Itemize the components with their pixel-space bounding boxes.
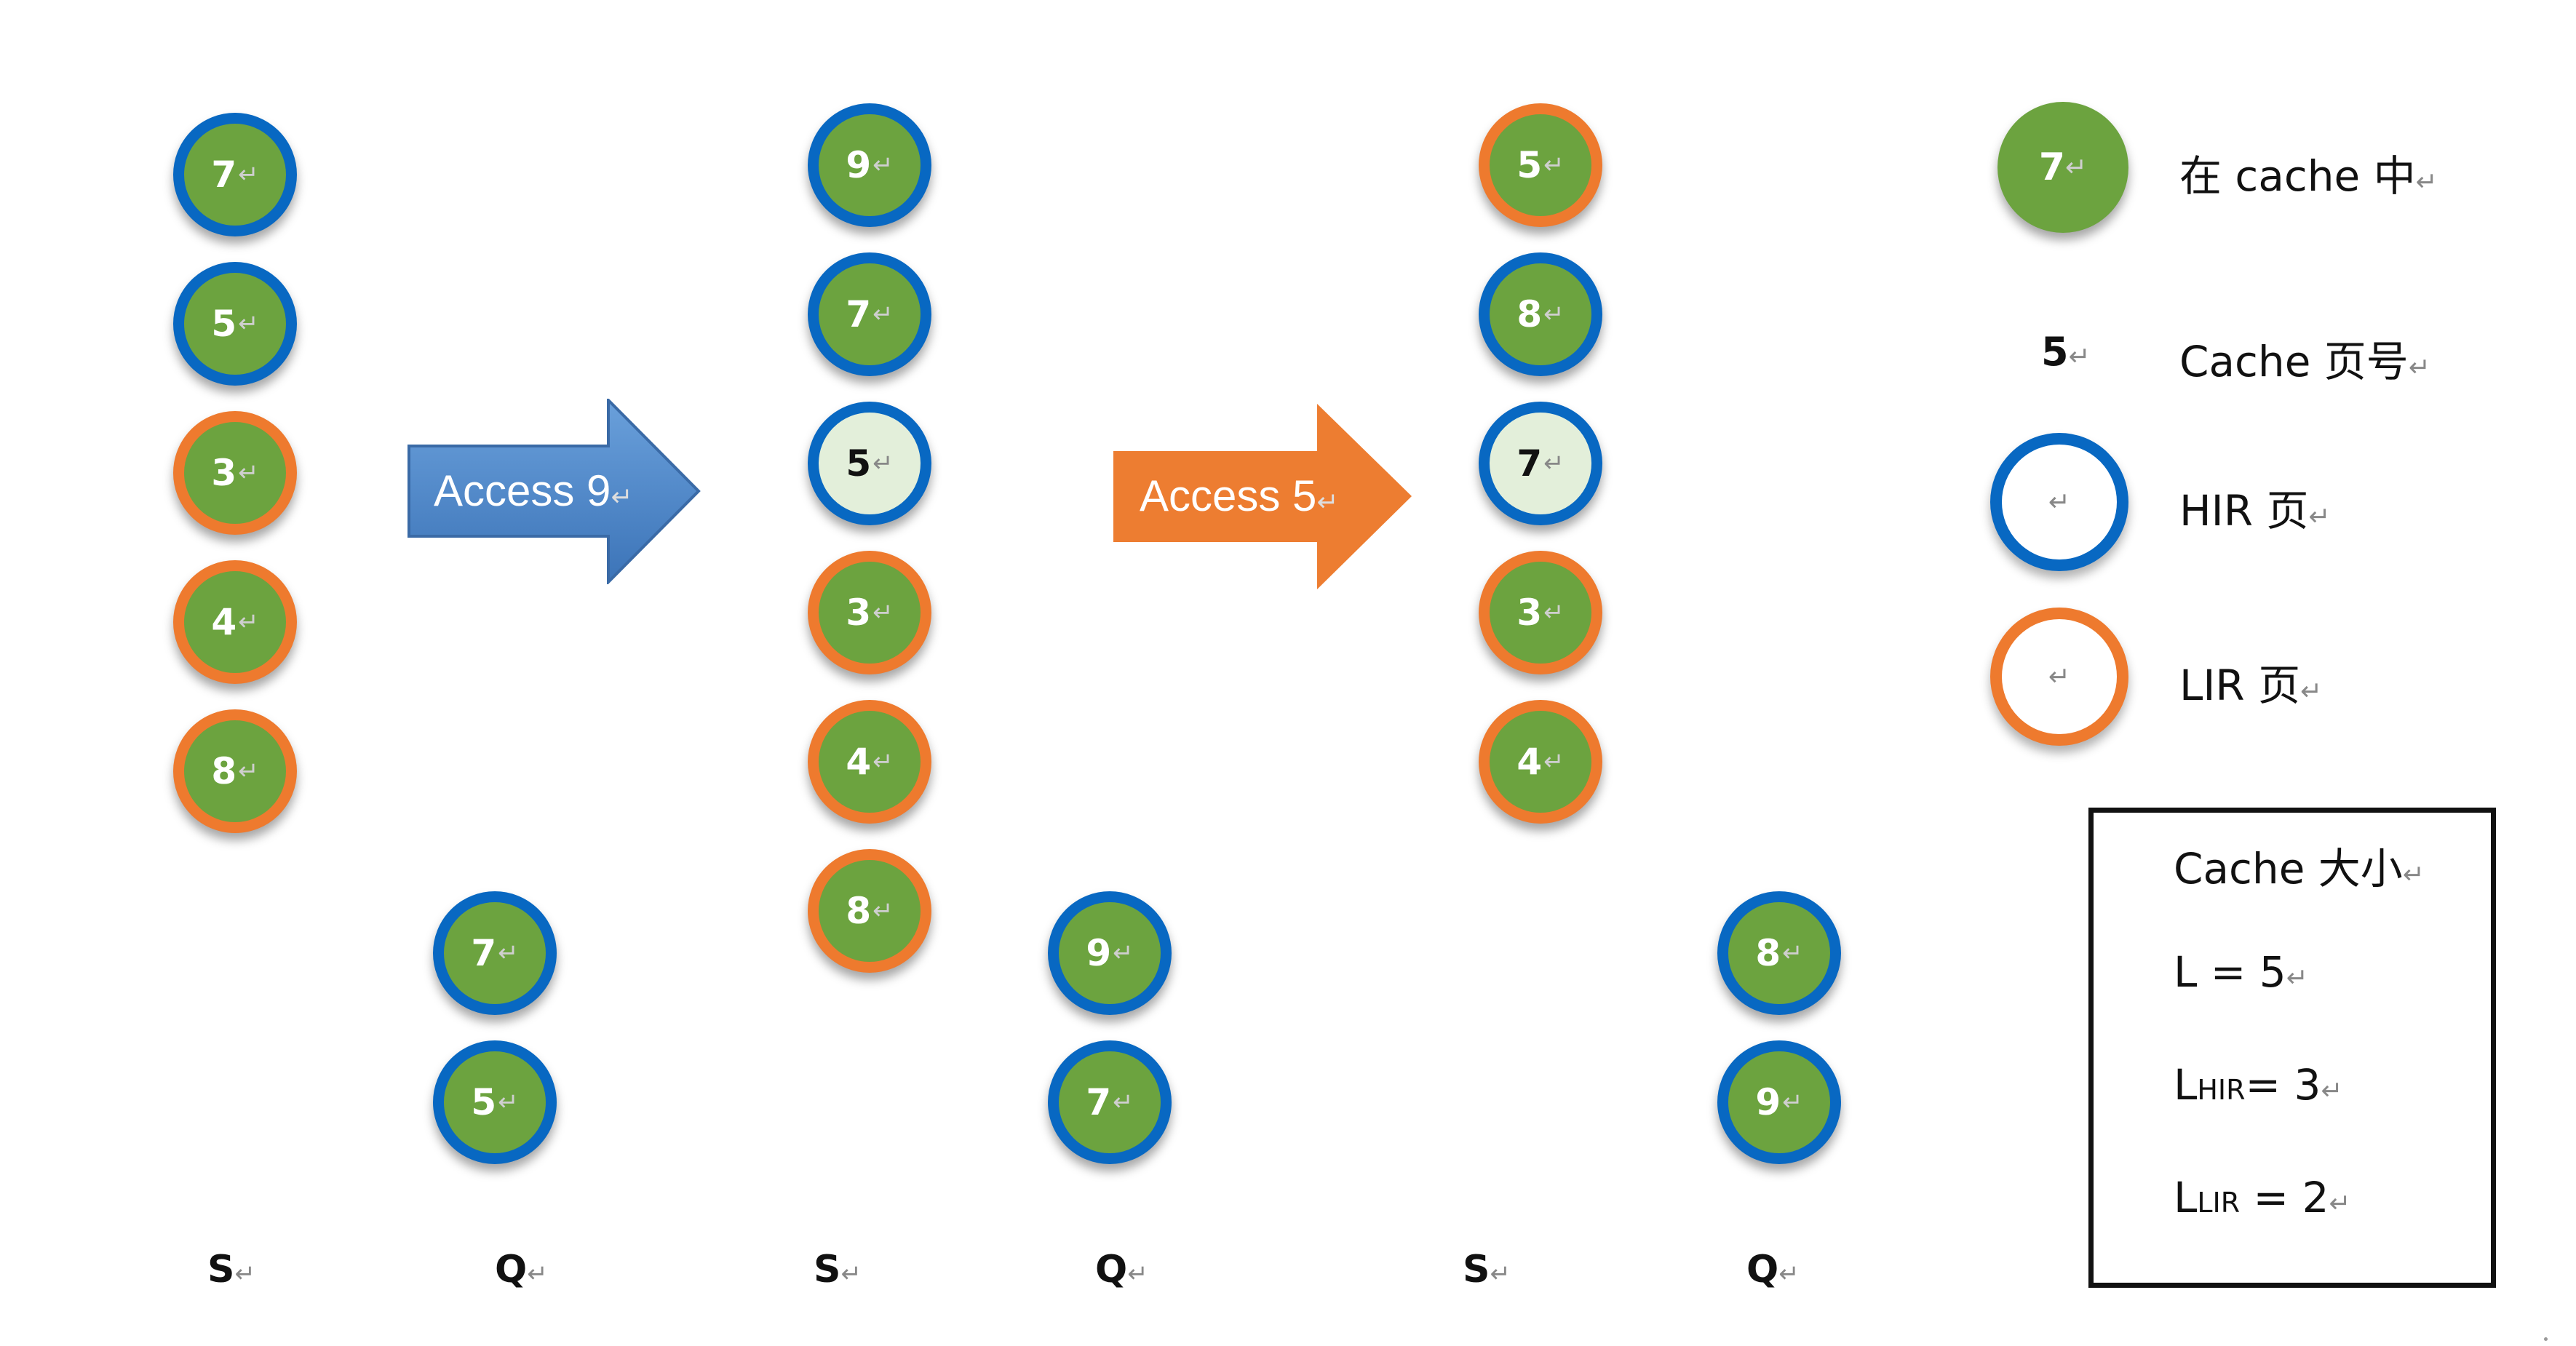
stack-s-page-node: 7↵ [808, 252, 931, 376]
legend-hir: HIR 页↵ [2179, 486, 2331, 535]
legend-lir-label: LIR 页 [2179, 661, 2301, 710]
legend-lir: LIR 页↵ [2179, 661, 2323, 710]
queue-q-page-node: 7↵ [433, 891, 557, 1015]
page-number: 3 [211, 452, 237, 494]
legend-lir-ring-symbol: ↵ [1990, 608, 2128, 746]
arrow-2-shape [1113, 404, 1412, 589]
page-number: 7 [211, 154, 237, 196]
stack-s-label: S↵ [207, 1248, 255, 1291]
queue-q-page-node: 5↵ [433, 1040, 557, 1164]
stack-s-page-node: 4↵ [173, 560, 297, 684]
stack-s-page-node: 3↵ [1479, 551, 1602, 674]
queue-q-page-node: 7↵ [1048, 1040, 1172, 1164]
page-number: 3 [846, 592, 872, 634]
queue-q-page-node: 9↵ [1717, 1040, 1841, 1164]
stack-s-page-node: 8↵ [173, 709, 297, 833]
page-number: 3 [1516, 592, 1543, 634]
page-number: 7 [1086, 1081, 1112, 1123]
queue-q-label: Q↵ [1746, 1248, 1800, 1291]
page-number: 5 [1516, 144, 1543, 186]
access-arrow-1: Access 9↵ [408, 399, 702, 584]
stack-s-page-node: 7↵ [173, 113, 297, 236]
legend-page-number: Cache 页号↵ [2179, 337, 2430, 386]
queue-q-page-node: 8↵ [1717, 891, 1841, 1015]
legend-page-number-label: Cache 页号 [2179, 337, 2409, 386]
stack-s-page-node: 8↵ [1479, 252, 1602, 376]
page-number: 9 [846, 144, 872, 186]
page-number: 5 [846, 442, 872, 485]
queue-q-label: Q↵ [495, 1248, 548, 1291]
stack-s-page-node: 5↵ [173, 262, 297, 386]
access-5-label: Access 5 [1140, 471, 1317, 520]
page-number: 5 [211, 303, 237, 345]
stack-s-page-node: 3↵ [173, 411, 297, 535]
stack-s-page-node: 9↵ [808, 103, 931, 227]
page-number: 8 [1755, 932, 1781, 974]
legend-in-cache: 在 cache 中↵ [2179, 151, 2438, 201]
page-number: 4 [846, 741, 872, 783]
stack-s-page-node: 7↵ [1479, 402, 1602, 525]
page-number: 7 [846, 293, 872, 335]
page-number: 8 [211, 750, 237, 792]
cache-size-title: Cache 大小↵ [2174, 844, 2425, 893]
page-number: 4 [211, 601, 237, 643]
stack-s-label: S↵ [814, 1248, 862, 1291]
legend-hir-ring-symbol: ↵ [1990, 433, 2128, 571]
page-number: 7 [471, 932, 497, 974]
corner-dot [2544, 1337, 2548, 1341]
page-number: 4 [1516, 741, 1543, 783]
page-number: 8 [846, 890, 872, 932]
queue-q-page-node: 9↵ [1048, 891, 1172, 1015]
queue-q-label: Q↵ [1095, 1248, 1148, 1291]
stack-s-page-node: 5↵ [1479, 103, 1602, 227]
stack-s-page-node: 8↵ [808, 849, 931, 973]
page-number: 9 [1755, 1081, 1781, 1123]
legend-in-cache-symbol: 7↵ [1997, 102, 2128, 233]
stack-s-page-node: 4↵ [1479, 700, 1602, 824]
page-number: 7 [1516, 442, 1543, 485]
legend-in-cache-label: 在 cache 中 [2179, 151, 2416, 201]
stack-s-page-node: 4↵ [808, 700, 931, 824]
page-number: 5 [471, 1081, 497, 1123]
page-number: 9 [1086, 932, 1112, 974]
cache-size-box: Cache 大小↵ L = 5↵ LHIR= 3↵ LLIR = 2↵ [2088, 808, 2496, 1288]
cache-size-l: L = 5↵ [2174, 947, 2308, 997]
arrow-1-shape [408, 399, 701, 584]
access-arrow-2: Access 5↵ [1113, 404, 1412, 589]
cache-size-llir: LLIR = 2↵ [2174, 1173, 2351, 1222]
page-number: 8 [1516, 293, 1543, 335]
stack-s-page-node: 5↵ [808, 402, 931, 525]
stack-s-label: S↵ [1463, 1248, 1511, 1291]
stack-s-page-node: 3↵ [808, 551, 931, 674]
cache-size-lhir: LHIR= 3↵ [2174, 1060, 2343, 1110]
legend-page-number-sample: 5↵ [2041, 329, 2091, 375]
legend-hir-label: HIR 页 [2179, 486, 2309, 535]
access-9-label: Access 9 [434, 466, 611, 515]
